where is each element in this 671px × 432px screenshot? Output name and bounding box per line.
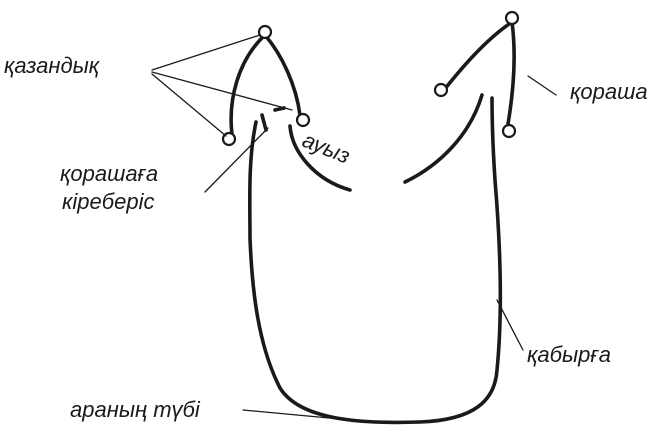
label-korashaga-kireberis-line1: қорашаға — [60, 162, 158, 186]
leader-korashaga-kireberis — [205, 128, 268, 192]
left-chamber-neck — [275, 108, 284, 110]
leader-korasha — [528, 76, 556, 95]
label-aranyn-tubi: араның түбі — [70, 398, 200, 422]
nest-wall-outline — [250, 98, 501, 422]
left-chamber-outline — [231, 35, 300, 134]
label-korashaga-kireberis-line2: кіреберіс — [62, 190, 154, 214]
knob-right-left — [435, 84, 447, 96]
knob-left-top — [259, 26, 271, 38]
leader-aranyn-tubi — [243, 410, 372, 422]
leader-kazandyk-low — [152, 74, 226, 136]
left-chamber-inner-stub — [262, 115, 266, 130]
label-korasha: қораша — [570, 80, 648, 104]
knob-left-right — [297, 114, 309, 126]
knob-right-top — [506, 12, 518, 24]
label-kabyrga: қабырға — [527, 343, 611, 367]
mouth-curve-right — [405, 95, 482, 182]
label-kazandyk: қазандық — [4, 54, 99, 78]
right-chamber-outline — [444, 22, 514, 124]
knob-right-bottom — [503, 125, 515, 137]
